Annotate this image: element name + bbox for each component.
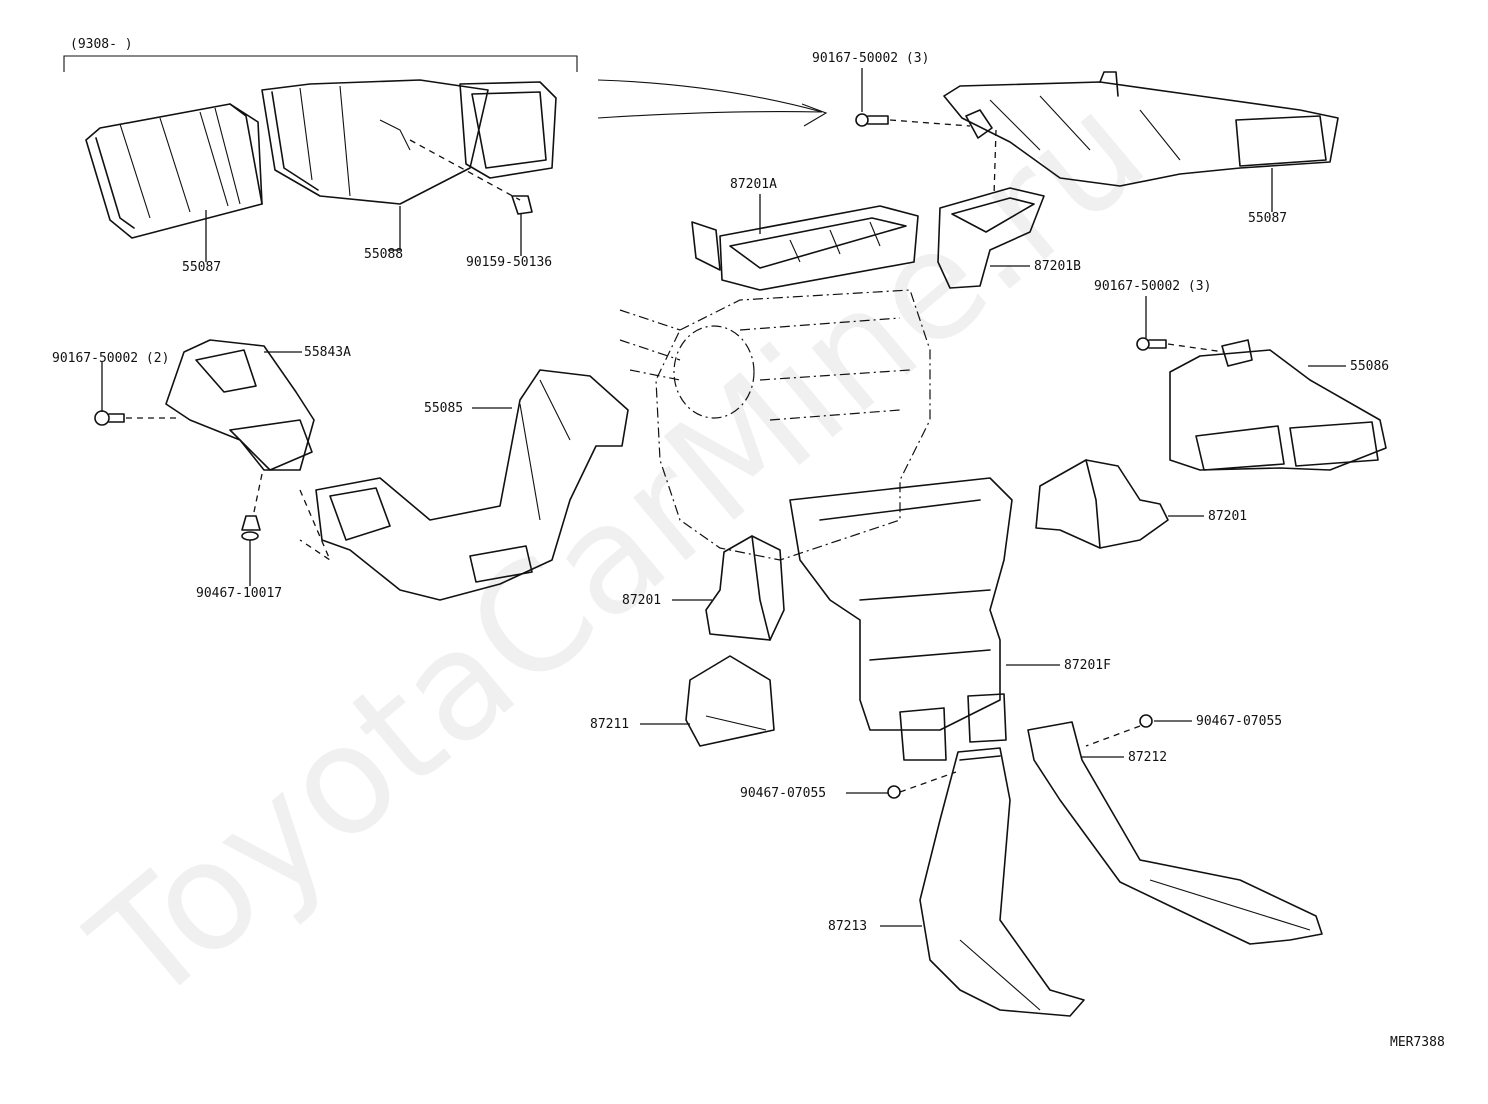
label-90467-07055-left: 90467-07055 (740, 786, 826, 801)
label-55843a: 55843A (304, 345, 351, 360)
part-55087-right-duct (943, 71, 1339, 187)
bracket-label: (9308- ) (70, 37, 133, 52)
label-87201-left: 87201 (622, 593, 661, 608)
clip-90467-07055-left (887, 771, 957, 799)
label-87201b: 87201B (1034, 259, 1081, 274)
heater-unit-assembly (619, 289, 1013, 761)
part-55088-duct (261, 79, 557, 215)
label-55087-left: 55087 (182, 260, 221, 275)
label-87201f: 87201F (1064, 658, 1111, 673)
part-87213-duct (919, 747, 1085, 1017)
part-55087-left-duct (85, 103, 263, 239)
clip-90467-07055-right (1085, 714, 1153, 747)
diagram-code: MER7388 (1390, 1035, 1445, 1050)
label-55085: 55085 (424, 401, 463, 416)
label-55086: 55086 (1350, 359, 1389, 374)
label-87201a: 87201A (730, 177, 777, 192)
part-87201a-duct (691, 205, 919, 291)
part-55843a-duct (165, 339, 315, 471)
part-55086-duct (1169, 339, 1387, 471)
label-90467-07055-right: 90467-07055 (1196, 714, 1282, 729)
clip-line (253, 473, 263, 513)
watermark: ToyotaCarMine.ru (61, 62, 1177, 1038)
label-87201-right: 87201 (1208, 509, 1247, 524)
part-87201-right-duct (1035, 459, 1169, 549)
part-87212-duct (1027, 721, 1323, 945)
part-87211-duct (685, 655, 775, 747)
label-87211: 87211 (590, 717, 629, 732)
label-55087-right: 55087 (1248, 211, 1287, 226)
label-90467-10017: 90467-10017 (196, 586, 282, 601)
label-87212: 87212 (1128, 750, 1167, 765)
fastener-line (993, 129, 997, 197)
label-55088: 55088 (364, 247, 403, 262)
bolt-90167-left (94, 410, 180, 426)
label-90167-right: 90167-50002 (3) (1094, 279, 1211, 294)
clip-90467-10017 (241, 515, 261, 541)
label-87213: 87213 (828, 919, 867, 934)
supersession-arrow (597, 79, 828, 127)
bolt-90167-right (1136, 337, 1225, 353)
bolt-90167-top (855, 113, 971, 127)
leader-lines (101, 68, 1346, 927)
connection-line (299, 489, 332, 562)
label-90159-50136: 90159-50136 (466, 255, 552, 270)
production-range-bracket: (9308- ) (63, 37, 578, 72)
label-90167-left: 90167-50002 (2) (52, 351, 169, 366)
part-87201b-duct (937, 187, 1045, 289)
part-55085-duct (315, 369, 629, 601)
label-90167-top: 90167-50002 (3) (812, 51, 929, 66)
part-87201-left-duct (705, 535, 785, 641)
